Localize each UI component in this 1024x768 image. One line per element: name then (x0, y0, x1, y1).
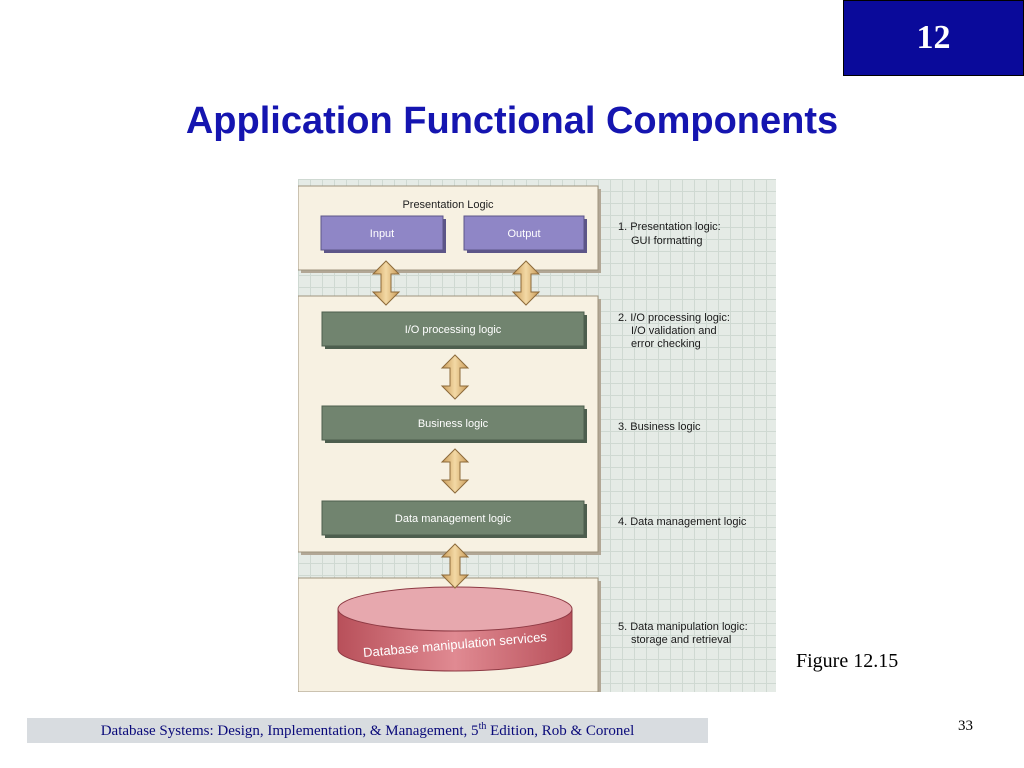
application-components-figure: Presentation Logic Input Output I/O proc… (298, 179, 776, 692)
footer-superscript: th (478, 721, 487, 732)
output-box (463, 215, 587, 253)
figure-caption: Figure 12.15 (796, 650, 899, 672)
note-5-line-2: storage and retrieval (631, 634, 731, 646)
output-label: Output (507, 228, 540, 240)
note-4: 4. Data management logic (618, 516, 747, 528)
presentation-logic-header: Presentation Logic (402, 199, 494, 211)
footer-text-after: Edition, Rob & Coronel (486, 723, 635, 739)
chapter-number-box: 12 (843, 0, 1024, 76)
io-processing-label: I/O processing logic (405, 324, 502, 336)
io-processing-box (321, 311, 587, 349)
input-label: Input (370, 228, 394, 240)
data-management-label: Data management logic (395, 513, 512, 525)
page-number: 33 (958, 718, 973, 734)
data-management-box (321, 500, 587, 538)
note-2-line-1: 2. I/O processing logic: (618, 312, 730, 324)
note-1: 1. Presentation logic: GUI formatting (618, 221, 721, 247)
note-2-line-2: I/O validation and (631, 325, 717, 337)
input-box (320, 215, 446, 253)
business-logic-box (321, 405, 587, 443)
note-2: 2. I/O processing logic: I/O validation … (618, 312, 730, 350)
note-4-line-1: 4. Data management logic (618, 516, 747, 528)
slide-title: Application Functional Components (185, 100, 839, 142)
footer-citation: Database Systems: Design, Implementation… (27, 718, 708, 743)
note-1-line-1: 1. Presentation logic: (618, 221, 721, 233)
note-1-line-2: GUI formatting (631, 235, 703, 247)
business-logic-label: Business logic (418, 418, 489, 430)
note-3-line-1: 3. Business logic (618, 421, 701, 433)
components-diagram: Presentation Logic Input Output I/O proc… (298, 185, 748, 692)
note-2-line-3: error checking (631, 338, 701, 350)
chapter-number: 12 (916, 19, 951, 56)
note-5-line-1: 5. Data manipulation logic: (618, 621, 748, 633)
database-cylinder (337, 586, 573, 672)
note-3: 3. Business logic (618, 421, 701, 433)
note-5: 5. Data manipulation logic: storage and … (618, 621, 748, 646)
footer-text: Database Systems: Design, Implementation… (100, 723, 479, 739)
